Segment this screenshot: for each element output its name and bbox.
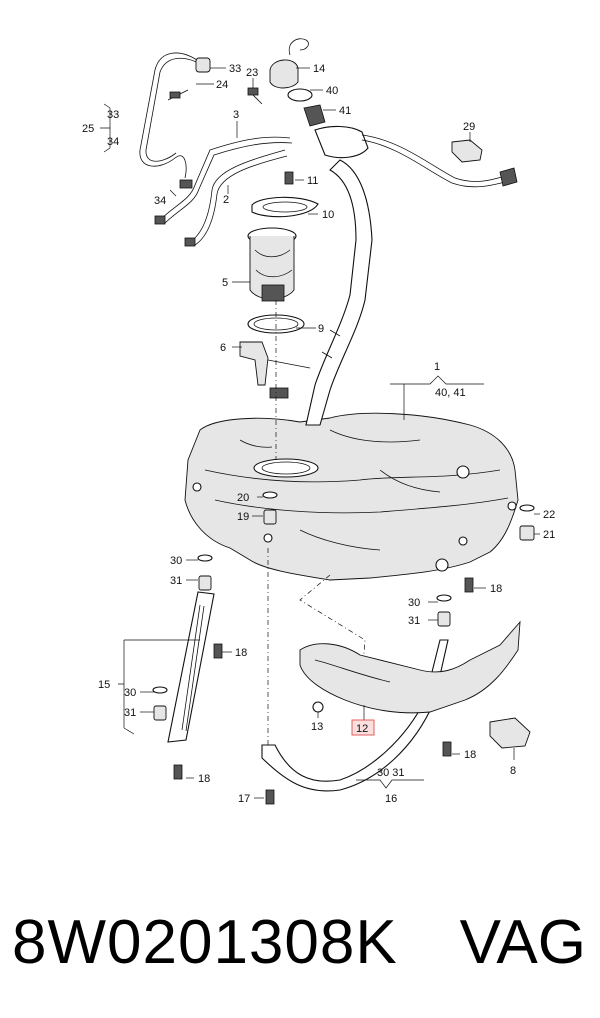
callout-12: 12 (356, 723, 368, 735)
fuel-sender-flange (251, 171, 319, 218)
callout-33-group: 33 (107, 109, 119, 121)
callout-34-group: 34 (107, 136, 119, 148)
filler-cap (269, 38, 326, 127)
callout-17: 17 (238, 793, 250, 805)
callout-5: 5 (222, 277, 228, 289)
callout-16: 16 (385, 793, 397, 805)
callout-21: 21 (543, 529, 555, 541)
callout-41: 41 (339, 105, 351, 117)
fuel-tank (184, 412, 519, 581)
strap-15 (167, 591, 215, 743)
connector-29 (451, 139, 483, 163)
bracket-8 (489, 717, 531, 749)
callout-18-strap: 18 (235, 647, 247, 659)
callout-8: 8 (510, 765, 516, 777)
callout-31-group: 31 (124, 707, 136, 719)
callout-40-41: 40, 41 (435, 387, 466, 399)
callout-30-left: 30 (170, 555, 182, 567)
callout-9: 9 (318, 323, 324, 335)
grommets-and-bolts (152, 491, 535, 805)
strap-16 (261, 639, 449, 792)
part-number: 8W0201308K (12, 908, 398, 977)
callout-19: 19 (237, 511, 249, 523)
callout-15: 15 (98, 679, 110, 691)
callout-10: 10 (322, 209, 334, 221)
level-sensor-6 (239, 341, 311, 399)
callout-22: 22 (543, 509, 555, 521)
filler-neck (305, 125, 518, 426)
callout-29: 29 (463, 121, 475, 133)
callout-14: 14 (313, 63, 325, 75)
fuel-lines (139, 52, 293, 247)
callout-18-lower-left: 18 (198, 773, 210, 785)
brand-name: VAG (459, 908, 586, 977)
callout-12-box: 12 (351, 719, 375, 736)
fuel-pump-module (247, 227, 297, 302)
caption-bar: 8W0201308K VAG (0, 888, 600, 998)
callout-31-right: 31 (408, 615, 420, 627)
callout-30-group: 30 (124, 687, 136, 699)
callout-1: 1 (434, 361, 440, 373)
callout-20: 20 (237, 492, 249, 504)
screw-23 (247, 87, 263, 105)
callout-40: 40 (326, 85, 338, 97)
callout-13: 13 (311, 721, 323, 733)
callout-30-31-lower: 30 31 (377, 767, 405, 779)
callout-2: 2 (223, 194, 229, 206)
fuel-tank-exploded-diagram: 33 24 23 14 40 41 29 3 25 33 34 11 34 2 … (82, 38, 555, 805)
callout-25: 25 (82, 123, 94, 135)
leader-lines (100, 67, 540, 799)
callout-31-left: 31 (170, 575, 182, 587)
callout-34: 34 (154, 195, 166, 207)
callout-3: 3 (233, 109, 239, 121)
callout-24: 24 (216, 79, 228, 91)
callout-18-right-tank: 18 (490, 583, 502, 595)
callout-33-top: 33 (229, 63, 241, 75)
callout-11: 11 (307, 175, 318, 187)
callout-labels: 33 24 23 14 40 41 29 3 25 33 34 11 34 2 … (82, 63, 555, 805)
callout-30-right: 30 (408, 597, 420, 609)
callout-23: 23 (246, 67, 258, 79)
heat-shield-12 (299, 620, 521, 714)
callout-6: 6 (220, 342, 226, 354)
callout-18-lower-right: 18 (464, 749, 476, 761)
